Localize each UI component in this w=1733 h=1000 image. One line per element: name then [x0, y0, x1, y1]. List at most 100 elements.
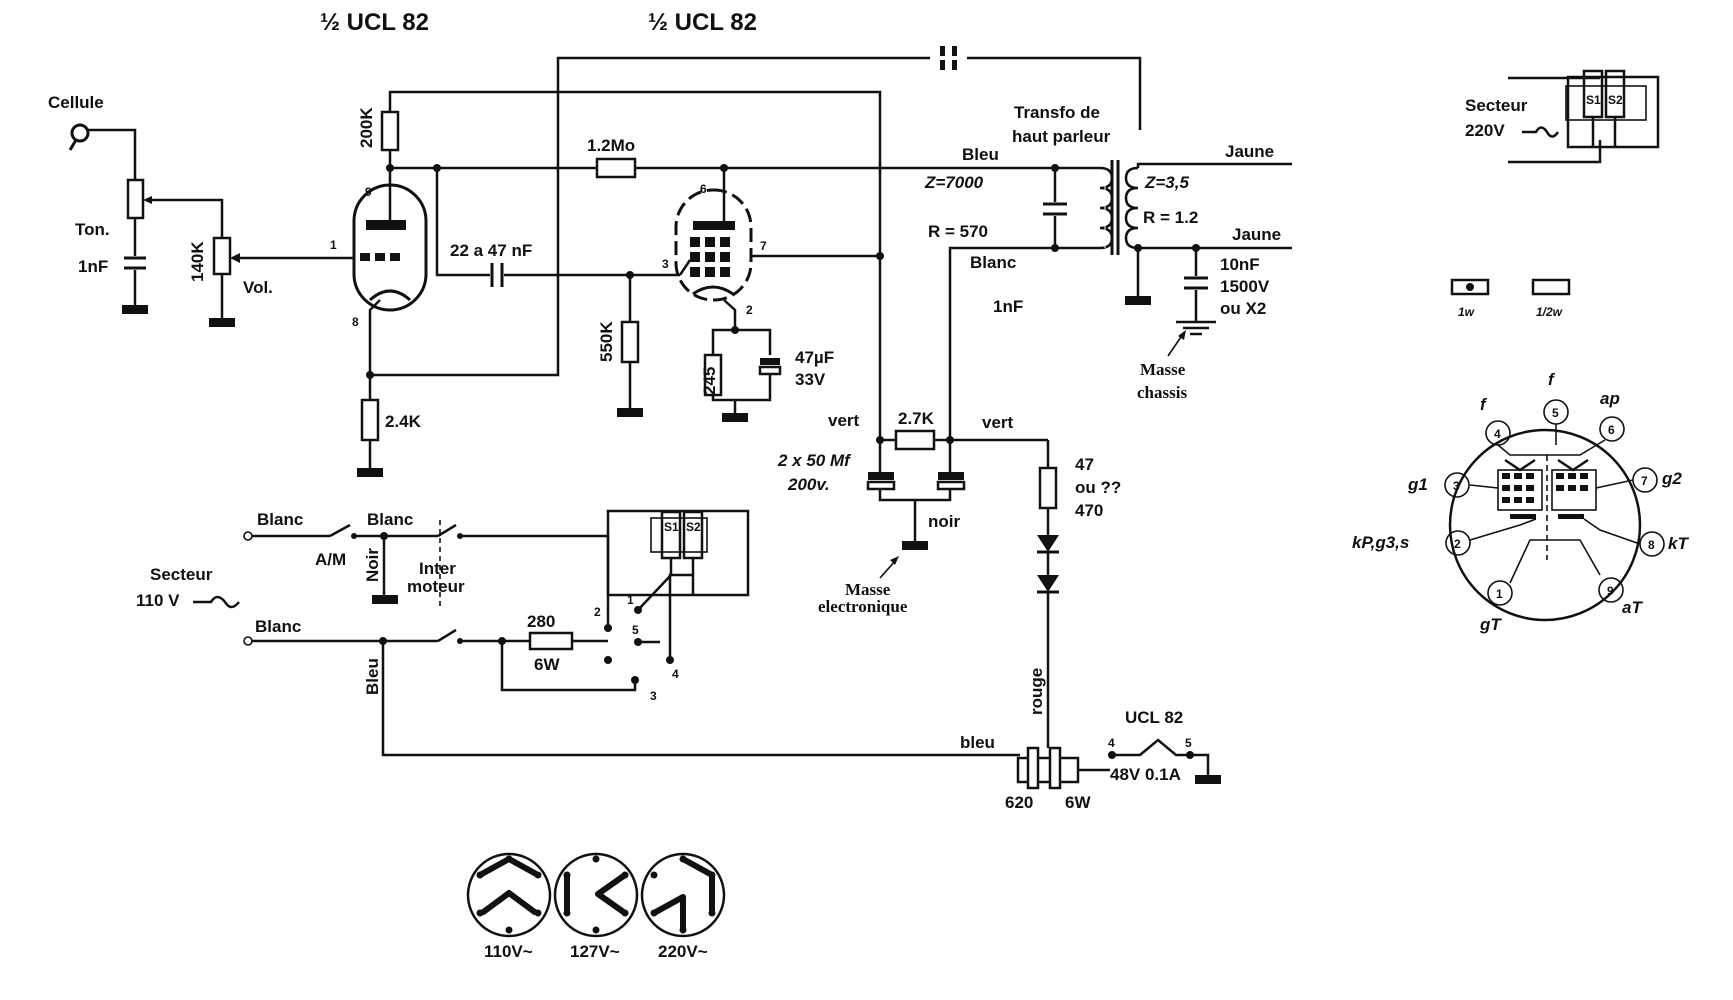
label-caps-200v: 200v. [787, 475, 830, 494]
label-pin-kp: kP,g3,s [1352, 533, 1409, 552]
label-1500v: 1500V [1220, 277, 1270, 296]
label-ucl82-heater: UCL 82 [1125, 708, 1183, 727]
resistor-280 [528, 631, 574, 651]
ground-icon [1125, 296, 1151, 305]
label-220v-sel: 220V~ [658, 942, 708, 961]
selector-dial-220 [640, 852, 726, 938]
diode-icon [1037, 575, 1059, 592]
label-pin-at: aT [1622, 598, 1643, 617]
heater-pin-4: 4 [1108, 736, 1115, 750]
label-masse-chassis-2: chassis [1137, 383, 1187, 402]
resistor-2-4k [360, 398, 380, 442]
label-pin-gt: gT [1479, 615, 1502, 634]
switch-pin-1: 1 [627, 593, 634, 607]
heater-pin-5: 5 [1185, 736, 1192, 750]
input-section: Cellule Ton. 1nF 140K Vol. [48, 93, 355, 327]
label-pin-g2: g2 [1661, 469, 1682, 488]
label-noir: Noir [363, 548, 382, 582]
label-245: 245 [700, 367, 719, 395]
ground-icon [372, 595, 398, 604]
label-550k: 550K [597, 321, 616, 362]
triode-section: 9 1 8 200K 2.4K [330, 46, 1142, 477]
switch-pin-2: 2 [594, 605, 601, 619]
pentode-envelope [674, 188, 753, 302]
label-620: 620 [1005, 793, 1033, 812]
resistor-47 [1038, 466, 1058, 510]
label-620-6w: 6W [1065, 793, 1091, 812]
switch-pin-4: 4 [672, 667, 679, 681]
label-s2: S2 [686, 520, 701, 534]
selector-section: 110V~ 127V~ 220V~ [466, 852, 726, 961]
label-110v: 110 V [136, 591, 180, 610]
label-bleu: bleu [960, 733, 995, 752]
label-caps-2x50: 2 x 50 Mf [777, 451, 852, 470]
label-280-6w: 6W [534, 655, 560, 674]
pin-1: 1 [330, 238, 337, 252]
label-half-w: 1/2w [1536, 305, 1563, 319]
label-cellule: Cellule [48, 93, 104, 112]
label-10nf: 10nF [1220, 255, 1260, 274]
cellule-jack-icon [70, 123, 90, 143]
label-bleu: Bleu [363, 658, 382, 695]
ac-symbol-icon [1522, 126, 1560, 138]
resistor-550k [620, 320, 640, 364]
pinout-pin-6: 6 [1608, 423, 1615, 437]
pinout-diagram: 4 5 6 3 7 2 8 1 9 f f ap g1 g2 kP,g3,s k… [1352, 370, 1689, 634]
transformer-section: Transfo de haut parleur Bleu Z=7000 R = … [924, 103, 1292, 440]
ground-icon [902, 541, 928, 550]
label-jaune-2: Jaune [1232, 225, 1281, 244]
label-s1: S1 [664, 520, 679, 534]
pinout-pin-8: 8 [1648, 538, 1655, 552]
resistor-2-7k [894, 429, 936, 451]
label-secteur-220: Secteur [1465, 96, 1528, 115]
label-vol: Vol. [243, 278, 273, 297]
label-200k: 200K [357, 107, 376, 148]
label-inset-s1: S1 [1586, 93, 1601, 107]
label-cap-22-47nf: 22 a 47 nF [450, 241, 532, 260]
label-rouge: rouge [1027, 668, 1046, 715]
ac-symbol-icon [193, 595, 240, 609]
label-blanc-1: Blanc [257, 510, 303, 529]
label-r-primary: R = 570 [928, 222, 988, 241]
label-inset-s2: S2 [1608, 93, 1623, 107]
switch-pin-5: 5 [632, 623, 639, 637]
label-transfo-1: Transfo de [1014, 103, 1100, 122]
mains-section: Blanc Blanc A/M Noir Inter moteur Secteu… [136, 509, 1020, 757]
volume-potentiometer [212, 236, 232, 276]
diode-icon [1037, 535, 1059, 552]
label-jaune-1: Jaune [1225, 142, 1274, 161]
label-masse-chassis-1: Masse [1140, 360, 1186, 379]
label-x2: ou X2 [1220, 299, 1266, 318]
label-pin-f-top: f [1548, 370, 1556, 389]
ground-icon [722, 413, 748, 422]
label-blanc-3: Blanc [255, 617, 301, 636]
label-2-4k: 2.4K [385, 412, 422, 431]
label-1nf: 1nF [993, 297, 1023, 316]
label-pot-140k: 140K [188, 241, 207, 282]
label-blanc: Blanc [970, 253, 1016, 272]
label-vert-right: vert [982, 413, 1014, 432]
pin-9: 9 [365, 185, 372, 199]
label-pin-ap: ap [1600, 389, 1620, 408]
label-z-primary: Z=7000 [924, 173, 984, 192]
resistor-200k [380, 110, 400, 152]
pinout-pin-3: 3 [1453, 479, 1460, 493]
label-48v: 48V 0.1A [1110, 765, 1181, 784]
title-tube-right: ½ UCL 82 [648, 9, 757, 36]
label-33v: 33V [795, 370, 826, 389]
pinout-pin-4: 4 [1494, 427, 1501, 441]
pin-8: 8 [352, 315, 359, 329]
label-z-secondary: Z=3,5 [1144, 173, 1189, 192]
title-tube-left: ½ UCL 82 [320, 9, 429, 36]
label-cap-1nf: 1nF [78, 257, 108, 276]
label-am: A/M [315, 550, 346, 569]
pinout-pin-7: 7 [1641, 474, 1648, 488]
resistor-1-2mo [595, 157, 637, 179]
ground-icon [122, 305, 148, 314]
label-pin-f-left: f [1480, 395, 1488, 414]
coupling-section: 1.2Mo 22 a 47 nF 550K [390, 136, 1035, 417]
pinout-pin-1: 1 [1496, 587, 1503, 601]
label-noir: noir [928, 512, 960, 531]
label-280: 280 [527, 612, 555, 631]
